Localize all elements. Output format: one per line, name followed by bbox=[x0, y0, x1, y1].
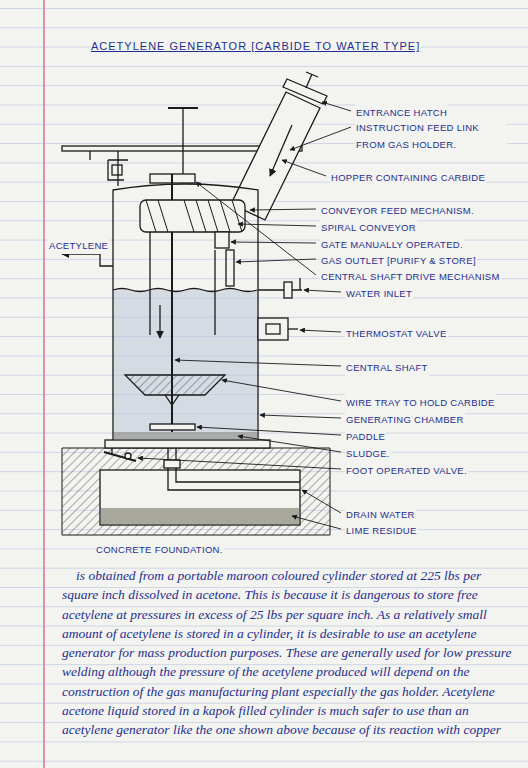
part-label: WIRE TRAY TO HOLD CARBIDE bbox=[345, 394, 496, 411]
water bbox=[114, 290, 257, 439]
leader-line bbox=[292, 516, 341, 529]
part-label: GAS OUTLET [PURIFY & STORE] bbox=[320, 252, 477, 269]
hatch-handle bbox=[306, 72, 318, 88]
part-label: INSTRUCTION FEED LINK FROM GAS HOLDER. bbox=[355, 119, 507, 153]
gate-handle bbox=[168, 107, 198, 109]
leader-line bbox=[304, 290, 341, 292]
leader-line bbox=[250, 209, 316, 210]
page-title: ACETYLENE GENERATOR [CARBIDE TO WATER TY… bbox=[90, 40, 421, 52]
valve-core bbox=[266, 324, 280, 334]
part-label: HOPPER CONTAINING CARBIDE bbox=[330, 169, 486, 186]
part-label: PADDLE bbox=[345, 428, 386, 445]
part-label: WATER INLET bbox=[345, 285, 413, 302]
leader-line bbox=[197, 427, 341, 435]
inlet-tap bbox=[284, 282, 292, 298]
part-label: CONVEYOR FEED MECHANISM. bbox=[320, 202, 475, 219]
tray-hub bbox=[165, 395, 179, 405]
chamber-wall bbox=[149, 232, 150, 335]
pedal-pivot bbox=[125, 453, 131, 459]
flow-label: ACETYLENE bbox=[48, 237, 109, 254]
base-plate bbox=[105, 440, 270, 448]
gate-rod bbox=[182, 108, 183, 174]
feed-block bbox=[112, 165, 122, 175]
spiral bbox=[146, 200, 242, 232]
gate bbox=[215, 232, 229, 248]
part-label: LIME RESIDUE bbox=[345, 522, 418, 539]
leader-line bbox=[290, 127, 351, 150]
generator bbox=[62, 72, 330, 535]
part-label: CENTRAL SHAFT bbox=[345, 359, 429, 376]
conveyor bbox=[140, 200, 245, 232]
leader-line bbox=[175, 360, 341, 366]
drain-valve bbox=[164, 460, 180, 468]
leader-lines bbox=[138, 102, 351, 529]
paddle bbox=[150, 424, 195, 430]
leader-line bbox=[302, 490, 341, 513]
drain-pipe bbox=[168, 448, 300, 490]
leader-line bbox=[138, 458, 341, 469]
hopper bbox=[231, 92, 320, 220]
lime-residue bbox=[101, 508, 299, 524]
valve-stem bbox=[288, 328, 298, 329]
part-label: THERMOSTAT VALVE bbox=[345, 325, 448, 342]
water-level bbox=[113, 289, 257, 292]
wire-tray bbox=[125, 375, 225, 395]
chamber-wall bbox=[214, 250, 215, 335]
acetylene-pipe bbox=[100, 254, 113, 266]
flow-arrow bbox=[270, 125, 292, 176]
vessel bbox=[113, 184, 258, 440]
part-label: GENERATING CHAMBER bbox=[345, 411, 465, 428]
leader-line bbox=[282, 160, 326, 176]
part-label: FOOT OPERATED VALVE. bbox=[345, 462, 468, 479]
feed-bracket bbox=[108, 151, 128, 186]
leader-line bbox=[236, 259, 316, 262]
leader-line bbox=[238, 224, 316, 226]
leader-line bbox=[322, 102, 351, 111]
leader-line bbox=[222, 380, 341, 401]
part-label: SPIRAL CONVEYOR bbox=[320, 219, 417, 236]
sludge bbox=[114, 432, 257, 439]
part-label: CENTRAL SHAFT DRIVE MECHANISM bbox=[320, 268, 501, 285]
leader-line bbox=[260, 415, 341, 418]
leader-line bbox=[196, 182, 316, 275]
part-label: GATE MANUALLY OPERATED. bbox=[320, 236, 464, 253]
body-text: is obtained from a portable maroon colou… bbox=[62, 566, 518, 740]
foot-pedal bbox=[104, 452, 136, 461]
entrance-hatch bbox=[283, 79, 327, 104]
leader-line bbox=[238, 436, 341, 452]
rail-post bbox=[89, 151, 90, 160]
part-label: DRAIN WATER bbox=[345, 506, 416, 523]
water-inlet-pipe bbox=[258, 278, 302, 290]
residue-pit bbox=[100, 470, 300, 525]
gas-outlet-pipe bbox=[226, 250, 234, 286]
part-label: CONCRETE FOUNDATION. bbox=[95, 541, 224, 558]
part-label: SLUDGE. bbox=[345, 445, 391, 462]
flow-arrow bbox=[159, 305, 160, 338]
margin-line bbox=[43, 0, 45, 768]
thermostat-valve bbox=[258, 318, 288, 340]
leader-line bbox=[300, 330, 341, 332]
